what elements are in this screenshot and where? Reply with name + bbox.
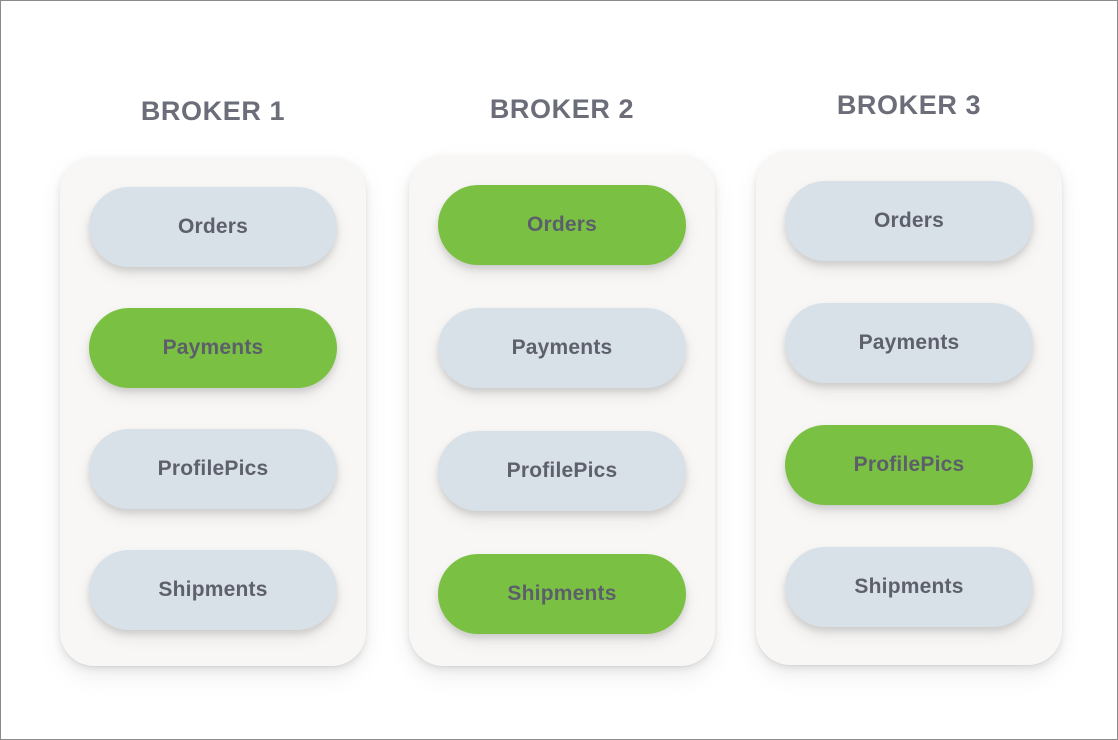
broker-title-1: BROKER 1 bbox=[140, 96, 286, 126]
topic-pill-shipments[interactable]: Shipments bbox=[438, 554, 686, 634]
broker-column-2: BROKER 2 Orders Payments ProfilePics Shi… bbox=[409, 94, 715, 666]
topic-pill-payments[interactable]: Payments bbox=[89, 308, 337, 388]
broker-title-3: BROKER 3 bbox=[836, 90, 982, 120]
broker-card-3: Orders Payments ProfilePics Shipments bbox=[756, 151, 1062, 665]
topic-pill-shipments[interactable]: Shipments bbox=[785, 547, 1033, 627]
topic-pill-profilepics[interactable]: ProfilePics bbox=[89, 429, 337, 509]
broker-card-1: Orders Payments ProfilePics Shipments bbox=[60, 157, 366, 666]
topic-pill-orders[interactable]: Orders bbox=[785, 181, 1033, 261]
topic-pill-profilepics[interactable]: ProfilePics bbox=[785, 425, 1033, 505]
topic-pill-orders[interactable]: Orders bbox=[438, 185, 686, 265]
broker-column-1: BROKER 1 Orders Payments ProfilePics Shi… bbox=[60, 96, 366, 666]
broker-card-2: Orders Payments ProfilePics Shipments bbox=[409, 155, 715, 666]
topic-pill-payments[interactable]: Payments bbox=[785, 303, 1033, 383]
broker-title-2: BROKER 2 bbox=[489, 94, 635, 124]
topic-pill-profilepics[interactable]: ProfilePics bbox=[438, 431, 686, 511]
topic-pill-orders[interactable]: Orders bbox=[89, 187, 337, 267]
topic-pill-payments[interactable]: Payments bbox=[438, 308, 686, 388]
topic-pill-shipments[interactable]: Shipments bbox=[89, 550, 337, 630]
broker-column-3: BROKER 3 Orders Payments ProfilePics Shi… bbox=[756, 90, 1062, 665]
